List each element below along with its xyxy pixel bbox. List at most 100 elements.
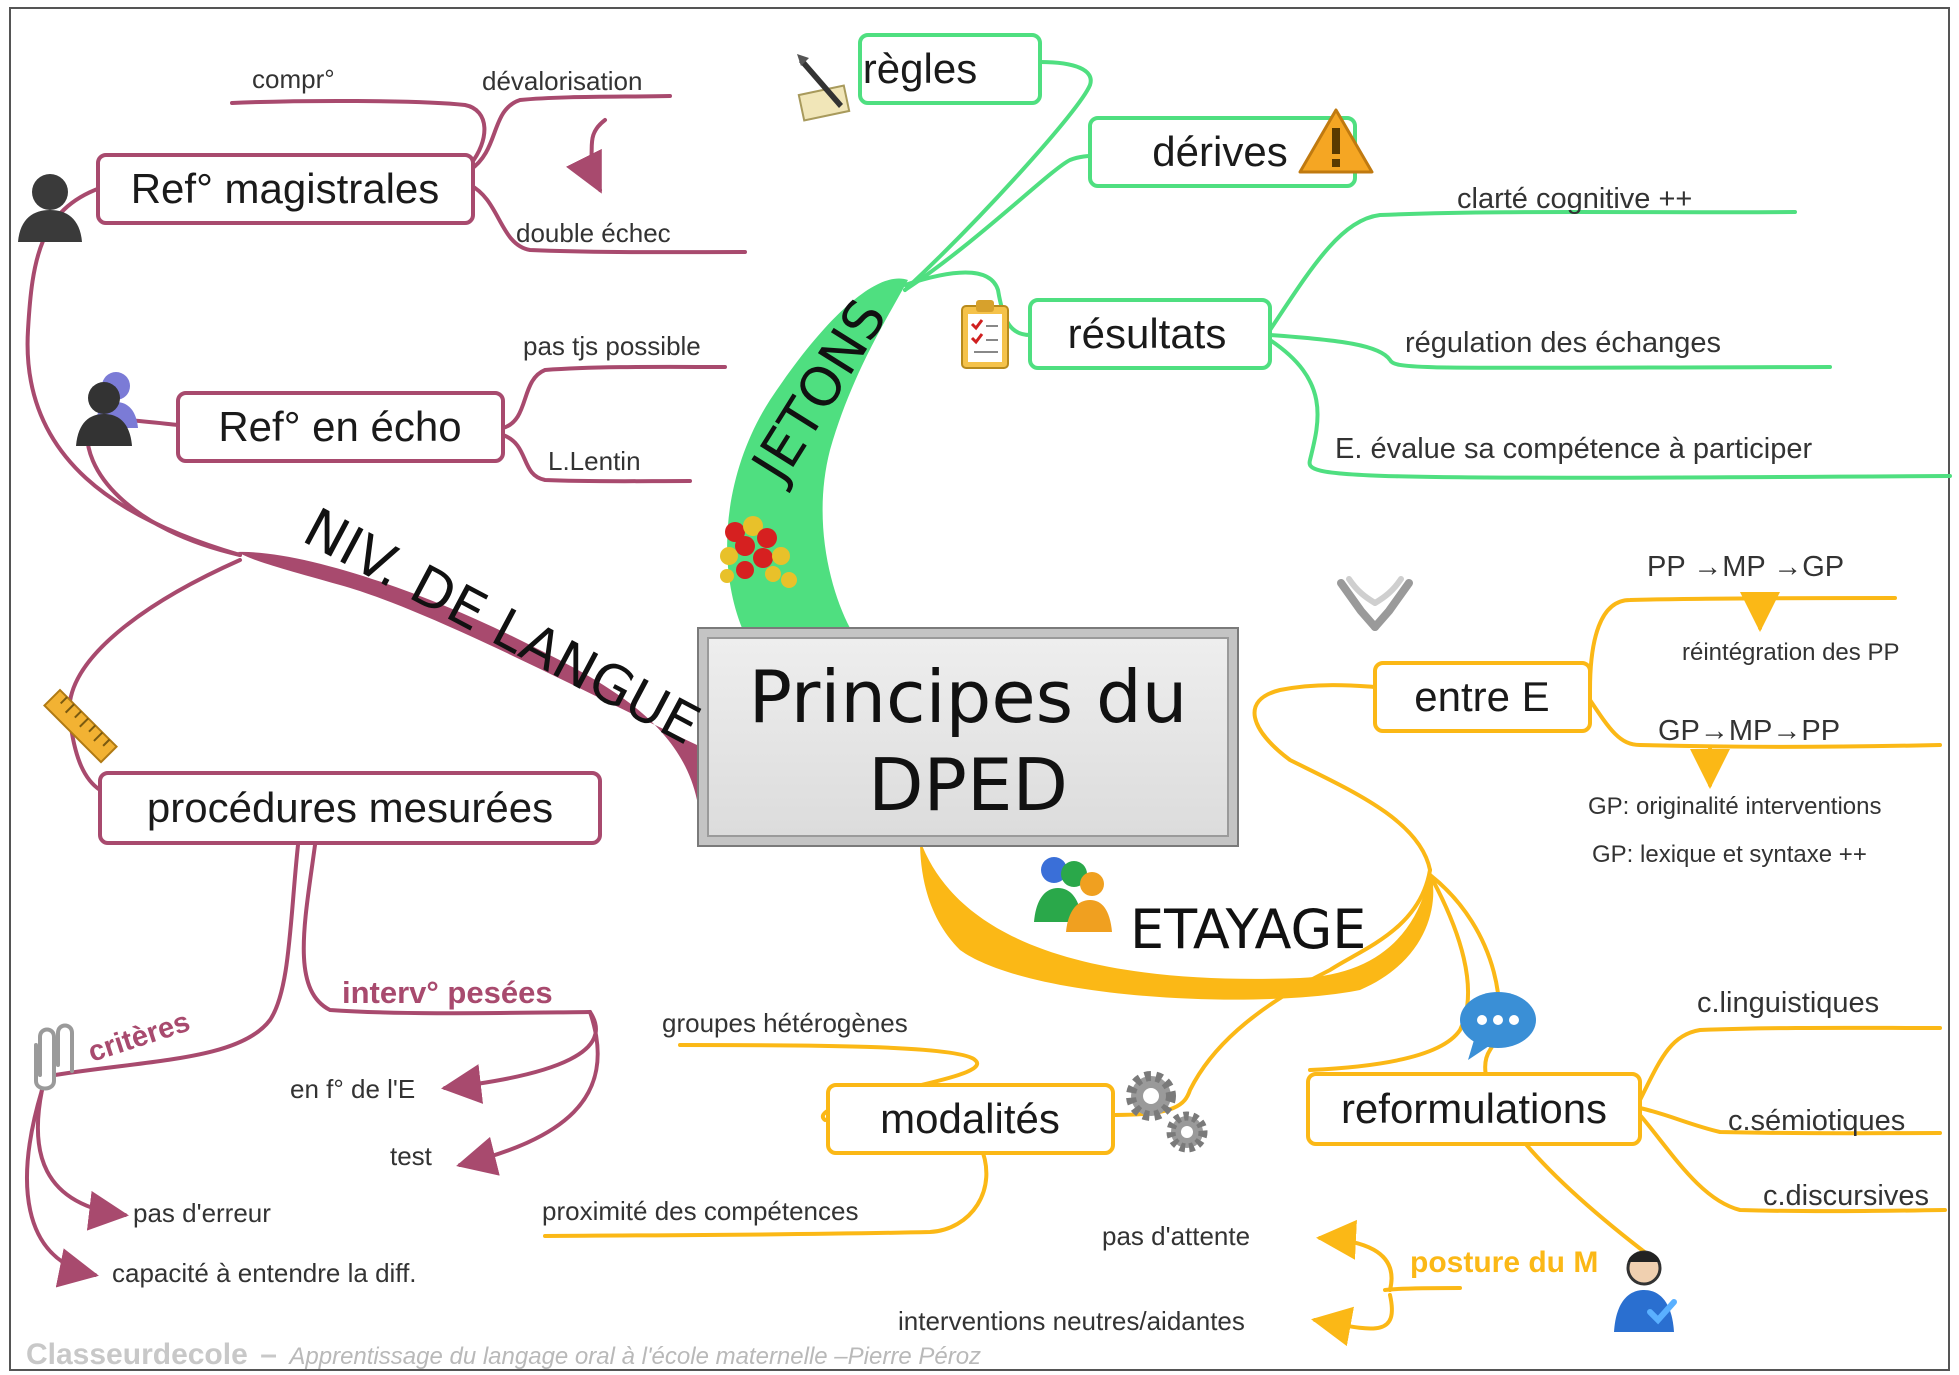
title-niv-langue: NIV. DE LANGUE: [294, 496, 710, 757]
label-procedures: procédures mesurées: [147, 784, 553, 831]
box-reformulations[interactable]: [1306, 1072, 1642, 1146]
leaf-en-fo-de-le: en f° de l'E: [290, 1074, 415, 1104]
connector-proximite: [543, 1143, 989, 1238]
connector-clarte: [1268, 210, 1797, 332]
tokens-icon: [720, 516, 797, 588]
footer-text: Apprentissage du langage oral à l'école …: [287, 1343, 981, 1370]
person-icon: [18, 174, 82, 242]
handshake-icon: [1337, 576, 1413, 631]
connector-regulation: [1268, 333, 1832, 370]
leaf-pp-mp-gp: PP →MP →GP: [1647, 551, 1844, 583]
connector-gp-mp-pp: [1588, 698, 1942, 749]
people-icon: [1034, 857, 1112, 932]
leaf-c-semiotiques: c.sémiotiques: [1728, 1105, 1905, 1137]
connector-posture: [1428, 873, 1657, 1262]
chat-bubble-icon: [1460, 992, 1536, 1060]
center-title-line2: DPED: [868, 743, 1068, 827]
leaf-evalue: E. évalue sa compétence à participer: [1335, 433, 1812, 465]
label-regles: règles: [863, 45, 977, 92]
connector-reformulations: [1308, 873, 1471, 1072]
label-reformulations: reformulations: [1341, 1085, 1607, 1132]
title-etayage: ETAYAGE: [1130, 898, 1366, 961]
gears-icon: [1126, 1071, 1208, 1153]
connector-interv: [301, 843, 592, 1016]
connector-pp-mp-gp: [1588, 596, 1897, 692]
leaf-regulation: régulation des échanges: [1405, 327, 1721, 359]
connector-c-discursives: [1638, 1113, 1947, 1214]
connector-capacite: [25, 1088, 99, 1288]
teacher-icon: [1614, 1250, 1677, 1332]
connector-c-semiotiques: [1638, 1106, 1942, 1136]
connector-derives: [903, 154, 1092, 292]
connector-evalue: [1268, 338, 1952, 480]
connector-c-linguistiques: [1638, 1025, 1942, 1102]
connector-pas-tjs: [501, 364, 727, 430]
footer-sep: –: [260, 1338, 277, 1371]
quill-icon: [797, 54, 851, 122]
leaf-pas-erreur: pas d'erreur: [133, 1198, 271, 1228]
leaf-c-linguistiques: c.linguistiques: [1697, 987, 1879, 1019]
connector-devalorisation: [468, 94, 672, 172]
leaf-c-discursives: c.discursives: [1763, 1180, 1929, 1212]
connector-ref-magistrales: [25, 186, 242, 557]
connector-lentin: [501, 433, 692, 484]
box-modalites[interactable]: [826, 1083, 1115, 1155]
connector-en-fo: [441, 1010, 598, 1104]
leaf-compr: compr°: [252, 64, 335, 94]
connector-entre-e: [1252, 683, 1432, 872]
connector-criteres: [53, 843, 300, 1077]
leaf-interventions: interventions neutres/aidantes: [898, 1306, 1245, 1336]
warning-icon: [1298, 108, 1374, 174]
connector-pas-erreur: [35, 1088, 129, 1231]
connector-regles: [903, 60, 1093, 292]
page-frame: [9, 7, 1950, 1371]
connector-test: [456, 1010, 600, 1176]
label-derives: dérives: [1152, 128, 1287, 175]
box-ref-magistrales[interactable]: [96, 153, 475, 225]
leaf-pas-tjs-possible: pas tjs possible: [523, 331, 701, 361]
connector-squiggle: [565, 118, 607, 194]
leaf-groupes: groupes hétérogènes: [662, 1008, 908, 1038]
connector-double-echec: [468, 183, 747, 255]
leaf-reintegration: réintégration des PP: [1682, 639, 1899, 666]
etayage-trunk: [920, 840, 1434, 1000]
footer-brand: Classeurdecole: [26, 1338, 248, 1371]
leaf-devalorisation: dévalorisation: [482, 66, 642, 96]
leaf-pas-attente: pas d'attente: [1102, 1221, 1250, 1251]
leaf-proximite: proximité des compétences: [542, 1196, 858, 1226]
center-title-line1: Principes du: [749, 655, 1188, 739]
box-entre-e[interactable]: [1373, 661, 1592, 733]
connector-resultats: [903, 270, 1032, 337]
leaf-double-echec: double échec: [516, 218, 671, 248]
paperclip-icon: [34, 1023, 74, 1091]
leaf-gp-lexique: GP: lexique et syntaxe ++: [1592, 841, 1867, 868]
connector-interventions: [1311, 1293, 1394, 1347]
label-ref-magistrales: Ref° magistrales: [131, 165, 440, 212]
box-procedures[interactable]: [98, 771, 602, 845]
leaf-gp-mp-pp: GP→MP→PP: [1658, 715, 1840, 747]
leaf-posture: posture du M: [1410, 1246, 1598, 1279]
leaf-interv-pesees: interv° pesées: [342, 975, 553, 1010]
label-modalites: modalités: [880, 1095, 1060, 1142]
leaf-clarte: clarté cognitive ++: [1457, 183, 1692, 215]
connector-procedures: [67, 558, 242, 792]
footer: Classeurdecole – Apprentissage du langag…: [26, 1338, 981, 1371]
connector-pas-attente: [1316, 1219, 1394, 1292]
center-node[interactable]: Principes du DPED: [697, 627, 1239, 847]
leaf-lentin: L.Lentin: [548, 446, 641, 476]
box-ref-echo[interactable]: [176, 391, 505, 463]
clipboard-icon: [961, 300, 1009, 369]
label-resultats: résultats: [1068, 310, 1227, 357]
ruler-icon: [43, 688, 118, 764]
label-ref-echo: Ref° en écho: [218, 403, 461, 450]
connector-posture-branch: [1383, 1286, 1462, 1292]
box-resultats[interactable]: [1028, 298, 1272, 370]
label-entre-e: entre E: [1414, 673, 1549, 720]
leaf-test: test: [390, 1141, 433, 1171]
leaf-capacite: capacité à entendre la diff.: [112, 1258, 417, 1288]
connector-modalites: [1113, 868, 1432, 1117]
connector-compr: [230, 98, 487, 167]
box-regles[interactable]: [858, 33, 1042, 105]
person-echo-icon: [76, 372, 138, 446]
